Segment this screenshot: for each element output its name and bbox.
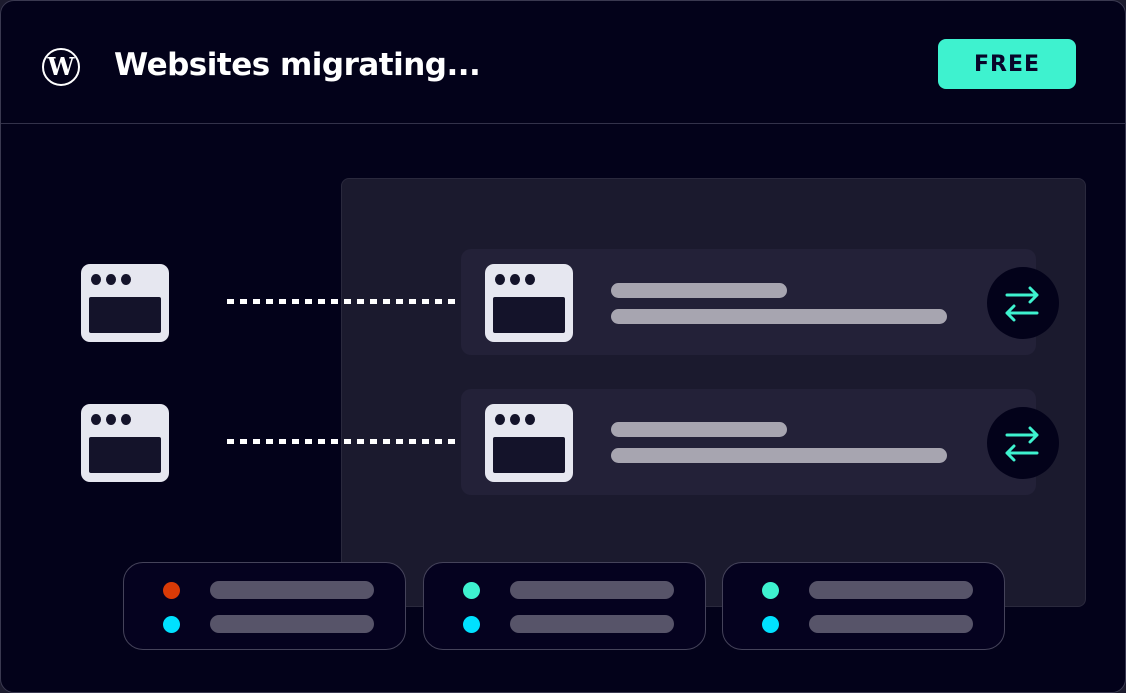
placeholder-line bbox=[510, 581, 674, 599]
page-title: Websites migrating... bbox=[114, 47, 481, 83]
placeholder-line bbox=[809, 615, 973, 633]
status-dot-teal-icon bbox=[762, 582, 779, 599]
destination-site-2-browser-icon bbox=[485, 404, 573, 482]
wordpress-logo-icon: W bbox=[42, 48, 80, 86]
placeholder-line bbox=[611, 283, 787, 298]
source-site-2-browser-icon bbox=[81, 404, 169, 482]
placeholder-line bbox=[611, 422, 787, 437]
placeholder-line bbox=[210, 581, 374, 599]
placeholder-line bbox=[809, 581, 973, 599]
status-card bbox=[123, 562, 406, 650]
source-site-1-browser-icon bbox=[81, 264, 169, 342]
free-badge-button[interactable]: FREE bbox=[938, 39, 1076, 89]
placeholder-line bbox=[210, 615, 374, 633]
swap-arrows-icon[interactable] bbox=[987, 407, 1059, 479]
destination-site-1-browser-icon bbox=[485, 264, 573, 342]
placeholder-line bbox=[611, 309, 947, 324]
migration-connector-2 bbox=[227, 439, 461, 444]
status-dot-cyan-icon bbox=[762, 616, 779, 633]
status-dot-teal-icon bbox=[463, 582, 480, 599]
placeholder-line bbox=[510, 615, 674, 633]
swap-arrows-icon[interactable] bbox=[987, 267, 1059, 339]
placeholder-line bbox=[611, 448, 947, 463]
status-dot-red-icon bbox=[163, 582, 180, 599]
status-dot-cyan-icon bbox=[163, 616, 180, 633]
migration-connector-1 bbox=[227, 299, 461, 304]
header: W Websites migrating... FREE bbox=[1, 1, 1125, 124]
status-dot-cyan-icon bbox=[463, 616, 480, 633]
status-card bbox=[722, 562, 1005, 650]
status-card bbox=[423, 562, 706, 650]
